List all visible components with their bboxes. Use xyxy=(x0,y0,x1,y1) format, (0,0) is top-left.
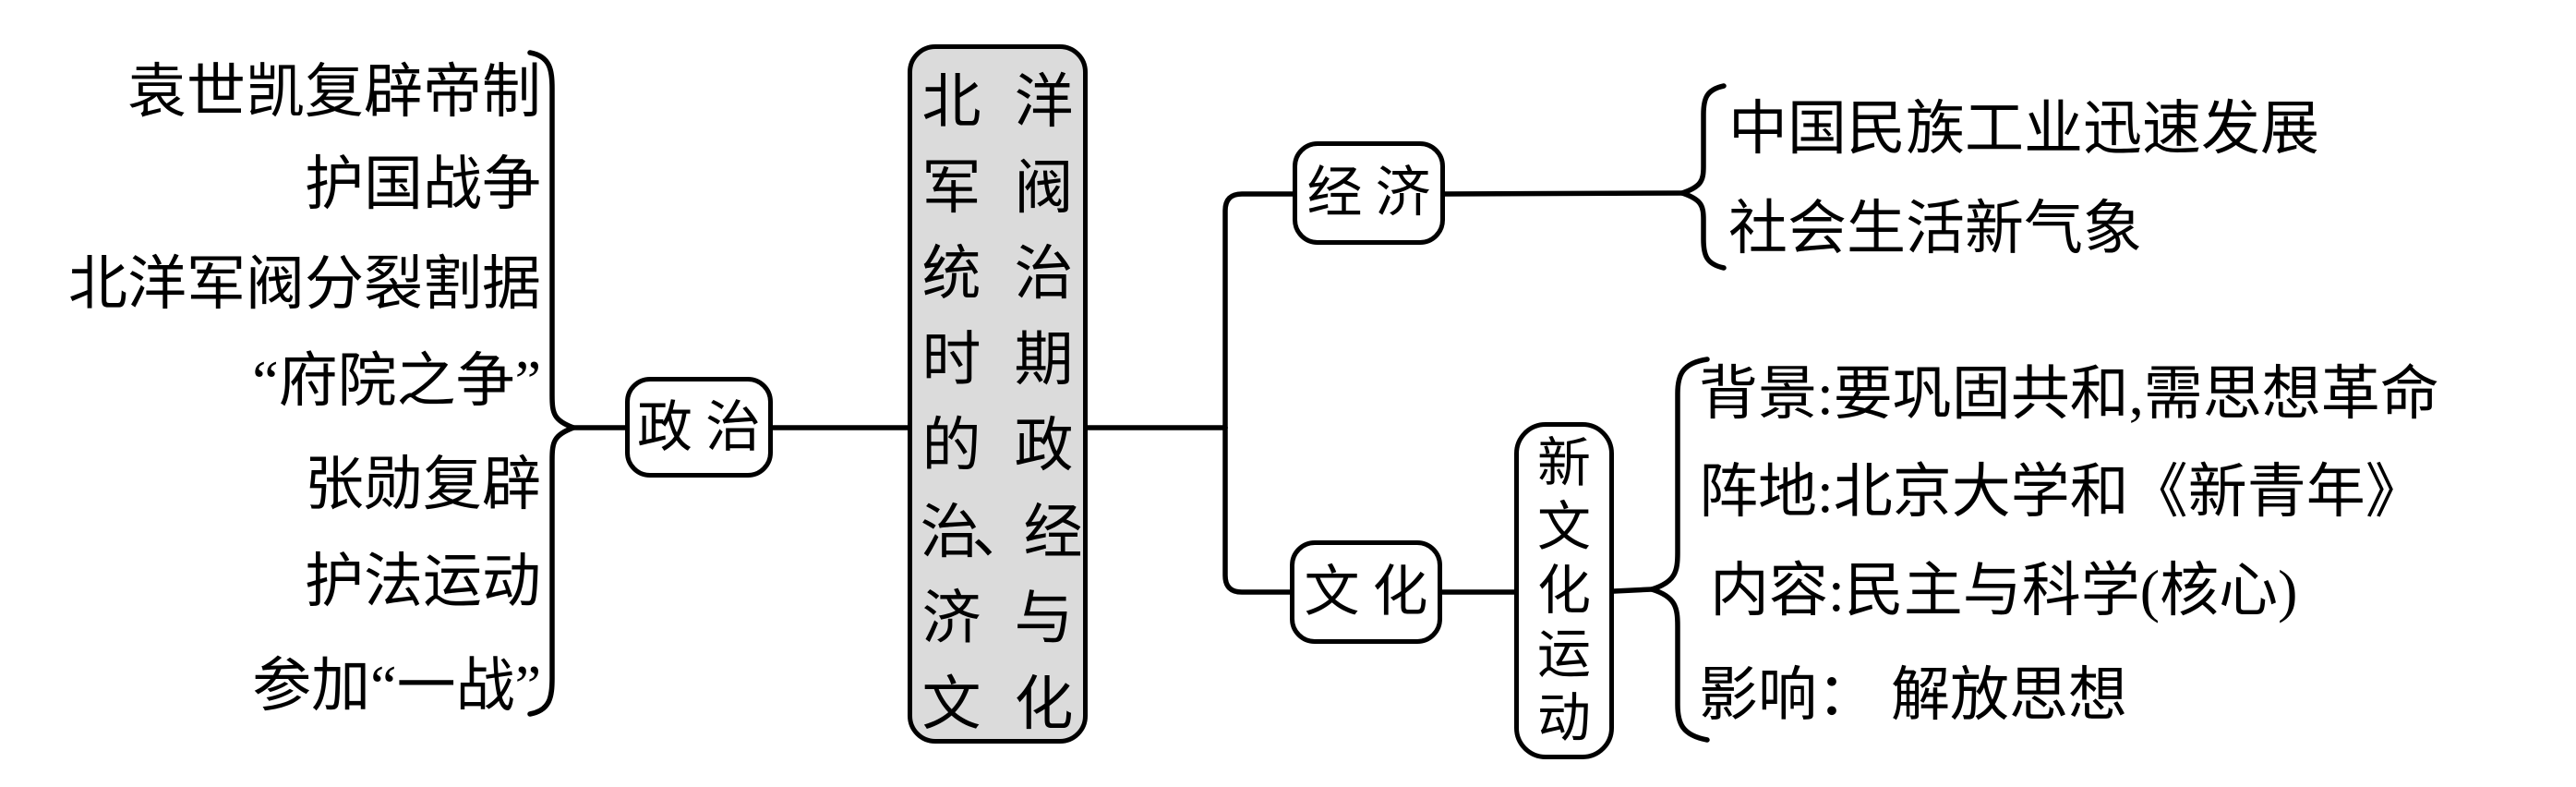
economy-to-brace-line xyxy=(1442,190,1685,197)
center-box-line: 北洋 xyxy=(921,68,1107,135)
economy-box: 经济 xyxy=(1293,141,1445,245)
culture-item: 影响： 解放思想 xyxy=(1699,662,2127,728)
fork-up-line xyxy=(1222,191,1295,430)
politics-item: 北洋军阀分裂割据 xyxy=(68,251,541,317)
culture-item: 阵地:北京大学和《新青年》 xyxy=(1699,459,2425,525)
movement-box: 新文化运动 xyxy=(1514,422,1614,759)
center-box-line: 的政 xyxy=(921,413,1107,479)
culture-box: 文化 xyxy=(1290,540,1442,644)
politics-item: 张勋复辟 xyxy=(305,452,541,517)
economy-label: 经济 xyxy=(1306,163,1444,224)
movement-label: 新文化运动 xyxy=(1536,433,1591,748)
economy-item: 中国民族工业迅速发展 xyxy=(1728,96,2319,162)
politics-item: “府院之争” xyxy=(252,348,541,414)
center-box-line: 统治 xyxy=(921,240,1107,307)
center-box-line: 军阀 xyxy=(921,154,1107,221)
politics-box: 政治 xyxy=(625,377,773,478)
politics-item: 参加“一战” xyxy=(252,653,541,719)
politics-item: 袁世凯复辟帝制 xyxy=(127,59,541,125)
culture-label: 文化 xyxy=(1304,562,1441,623)
center-box: 北洋 军阀 统治 时期 的政 治、经 济与 文化 xyxy=(908,44,1088,744)
politics-item: 护国战争 xyxy=(305,151,541,217)
culture-item: 内容:民主与科学(核心) xyxy=(1710,558,2298,624)
movement-to-brace-line xyxy=(1611,587,1655,594)
politics-item: 护法运动 xyxy=(305,549,541,614)
center-box-line: 济与 xyxy=(921,585,1107,651)
culture-brace xyxy=(1649,357,1710,743)
culture-item: 背景:要巩固共和,需思想革命 xyxy=(1699,361,2439,427)
center-box-line: 治、经 xyxy=(920,499,1083,565)
politics-label: 政治 xyxy=(637,396,774,458)
center-box-line: 时期 xyxy=(921,327,1107,394)
economy-item: 社会生活新气象 xyxy=(1728,196,2142,261)
economy-brace xyxy=(1679,83,1727,271)
fork-down-line xyxy=(1222,425,1293,595)
center-box-line: 文化 xyxy=(921,671,1107,737)
